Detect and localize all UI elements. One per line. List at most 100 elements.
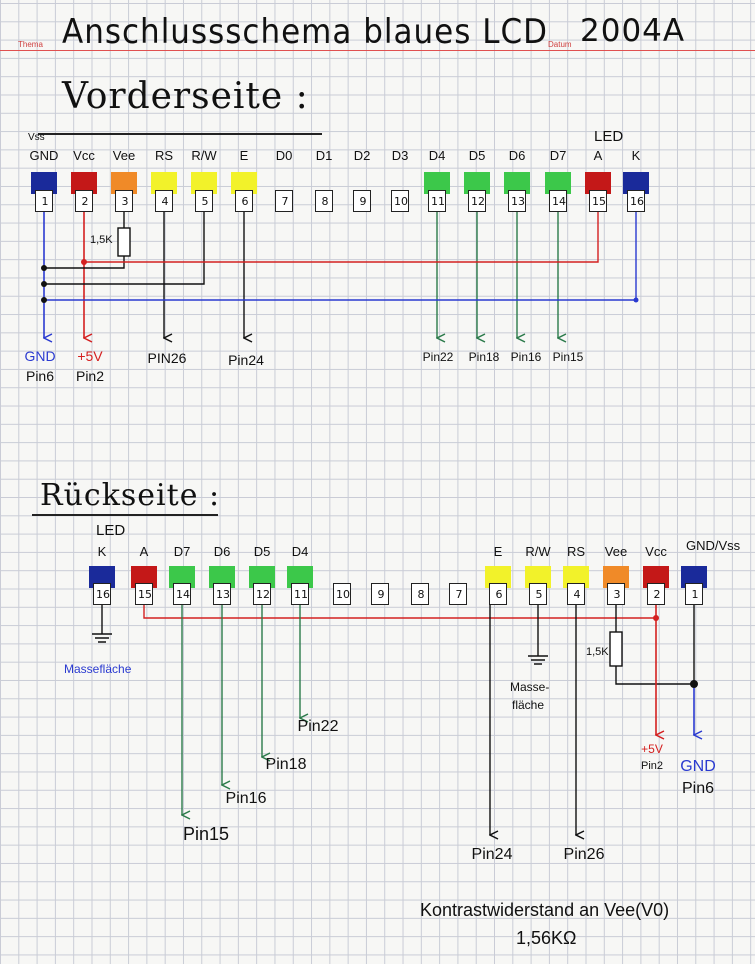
contrast-note-line2: 1,56KΩ [516, 928, 577, 948]
back-pin-number-1: 1 [691, 588, 699, 601]
front-pin-13: 13 [508, 190, 526, 212]
back-resistor-label: 1,5K [586, 646, 609, 658]
front-pin-label-4: RS [154, 148, 174, 163]
back-pin-number-7: 7 [455, 588, 463, 601]
back-pin-4: 4 [567, 583, 585, 605]
front-pin-number-2: 2 [81, 195, 89, 208]
back-pin-number-13: 13 [216, 588, 230, 601]
back-pin-2: 2 [647, 583, 665, 605]
front-pin-number-7: 7 [281, 195, 289, 208]
front-pin-label-3: Vee [112, 148, 136, 163]
front-pin-number-16: 16 [630, 195, 644, 208]
back-pin-number-16: 16 [96, 588, 110, 601]
back-pin-color-6 [485, 566, 511, 588]
back-pin-12: 12 [253, 583, 271, 605]
back-pin-5: 5 [529, 583, 547, 605]
back-pin-number-12: 12 [256, 588, 270, 601]
front-dest-e: Pin24 [228, 352, 264, 368]
front-pin-number-1: 1 [41, 195, 49, 208]
front-pin-label-15: A [593, 148, 603, 163]
back-pin-14: 14 [173, 583, 191, 605]
front-pin-number-4: 4 [161, 195, 169, 208]
back-pin-number-15: 15 [138, 588, 152, 601]
back-pin-color-14 [169, 566, 195, 588]
front-pin-color-6 [231, 172, 257, 194]
back-pin-number-10: 10 [336, 588, 350, 601]
header-thema-label: Thema [18, 40, 43, 49]
back-dest-rs: Pin26 [563, 846, 605, 863]
front-junction-k [41, 297, 47, 303]
back-pin-number-9: 9 [377, 588, 385, 601]
front-pin-number-9: 9 [359, 195, 367, 208]
back-junction-gnd [690, 680, 698, 688]
front-wire-rw [44, 212, 205, 285]
front-led-note: LED [594, 128, 624, 145]
front-pin-color-14 [545, 172, 571, 194]
front-dest-rs: PIN26 [147, 350, 187, 366]
front-pin-color-16 [623, 172, 649, 194]
back-pin-11: 11 [291, 583, 309, 605]
front-pin-label-6: E [239, 148, 249, 163]
front-pin-label-1: GND [29, 148, 59, 163]
front-vss-note: Vss [28, 132, 45, 143]
back-resistor [609, 631, 623, 667]
back-pin-label-4: RS [566, 544, 586, 559]
back-pin-number-2: 2 [653, 588, 661, 601]
back-pin-7: 7 [449, 583, 467, 605]
front-pin-16: 16 [627, 190, 645, 212]
front-pin-color-3 [111, 172, 137, 194]
front-junction-vee [41, 265, 47, 271]
front-pin-label-5: R/W [191, 148, 217, 163]
back-pin-color-11 [287, 566, 313, 588]
front-dest-d4: Pin22 [422, 350, 454, 364]
back-pin-label-13: D6 [213, 544, 231, 559]
back-pin-3: 3 [607, 583, 625, 605]
back-pin-10: 10 [333, 583, 351, 605]
front-pin-color-4 [151, 172, 177, 194]
back-pin-15: 15 [135, 583, 153, 605]
front-dest-d5: Pin18 [468, 350, 500, 364]
back-led-note: LED [96, 522, 126, 539]
back-pin-label-5: R/W [525, 544, 551, 559]
front-pin-number-15: 15 [592, 195, 606, 208]
back-pin-color-5 [525, 566, 551, 588]
contrast-note-line1: Kontrastwiderstand an Vee(V0) [420, 900, 670, 920]
front-pin-label-13: D6 [508, 148, 526, 163]
front-pin-color-5 [191, 172, 217, 194]
page-title: Anschlussschema blaues LCD [62, 12, 549, 52]
front-pin-14: 14 [549, 190, 567, 212]
front-junction-k-end [633, 297, 639, 303]
back-dest-d6: Pin16 [225, 790, 267, 807]
front-resistor [117, 227, 131, 257]
front-pin-number-6: 6 [241, 195, 249, 208]
front-pin-10: 10 [391, 190, 409, 212]
front-dest-vcc-top: +5V [77, 348, 103, 364]
back-pin-color-12 [249, 566, 275, 588]
front-pin-15: 15 [589, 190, 607, 212]
front-wire-led-k [44, 212, 637, 301]
back-dest-gnd-bottom: Pin6 [681, 780, 715, 797]
front-pin-color-13 [504, 172, 530, 194]
front-pin-label-7: D0 [275, 148, 293, 163]
front-pin-color-2 [71, 172, 97, 194]
front-pin-label-2: Vcc [73, 148, 95, 163]
front-junction-vcc [81, 259, 87, 265]
front-pin-3: 3 [115, 190, 133, 212]
front-pin-4: 4 [155, 190, 173, 212]
back-ground-left [92, 633, 112, 643]
front-pin-5: 5 [195, 190, 213, 212]
front-pin-label-11: D4 [428, 148, 446, 163]
back-pin-color-1 [681, 566, 707, 588]
back-dest-d5: Pin18 [265, 756, 307, 773]
back-pin-label-12: D5 [253, 544, 271, 559]
back-section-title: Rückseite : [40, 478, 221, 513]
front-pin-number-11: 11 [431, 195, 445, 208]
back-pin-number-4: 4 [573, 588, 581, 601]
header-datum-label: Datum [548, 40, 572, 49]
front-pin-label-14: D7 [549, 148, 567, 163]
back-pin-label-16: K [97, 544, 107, 559]
front-section-title: Vorderseite : [62, 76, 309, 117]
front-pin-7: 7 [275, 190, 293, 212]
front-pin-number-13: 13 [511, 195, 525, 208]
